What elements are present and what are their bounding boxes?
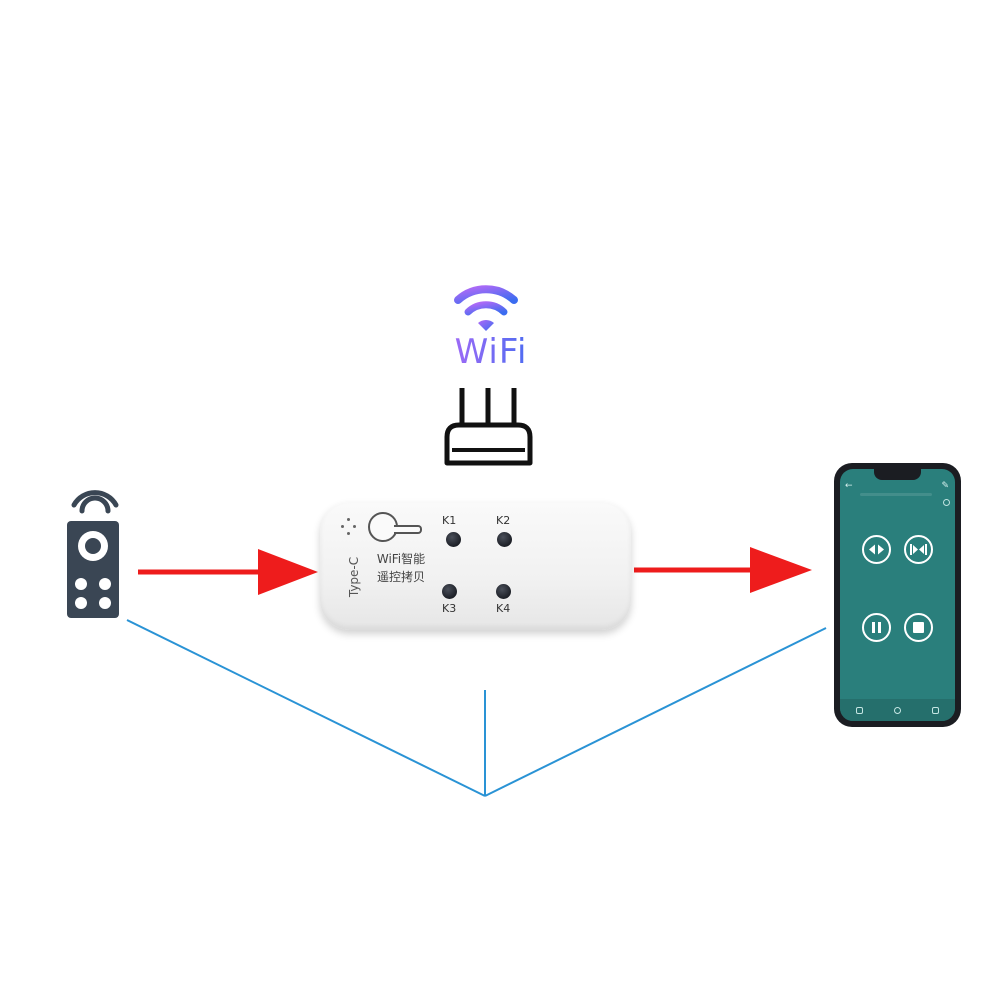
key-label-k2: K2 [496,514,511,527]
key-k4-button[interactable] [496,584,511,599]
pair-button[interactable] [368,512,422,542]
pause-icon[interactable] [862,613,891,642]
device-name-line1: WiFi智能 [376,552,426,566]
router-icon [444,388,533,466]
type-c-port-label: Type-C [347,556,361,598]
arrow-device-to-phone [634,547,812,593]
smartphone-icon: ← ✎ [834,463,961,727]
key-k1-button[interactable] [446,532,461,547]
app-screen: ← ✎ [840,469,955,721]
key-label-k4: K4 [496,602,511,615]
phone-notch [874,469,921,480]
key-k3-button[interactable] [442,584,457,599]
stop-icon[interactable] [904,613,933,642]
open-close-icon[interactable] [862,535,891,564]
app-bottom-bar [840,699,955,721]
wifi-label: WiFi [436,332,546,372]
arrow-remote-to-device [138,549,318,595]
bottom-nav-icon-1[interactable] [856,707,863,714]
back-arrow-icon[interactable]: ← [845,481,853,491]
speaker-dots [338,518,360,540]
wifi-signal-icon [454,285,518,331]
reverse-icon[interactable] [904,535,933,564]
info-icon[interactable] [943,499,950,506]
device-name: WiFi智能 遥控拷贝 [366,550,436,586]
key-label-k1: K1 [442,514,457,527]
device-name-line2: 遥控拷贝 [376,570,425,584]
key-k2-button[interactable] [497,532,512,547]
remote-control-icon [67,490,119,618]
key-label-k3: K3 [442,602,457,615]
bottom-nav-icon-2[interactable] [894,707,901,714]
bottom-nav-icon-3[interactable] [932,707,939,714]
app-header-bar [860,493,932,496]
connector-lines [126,619,827,797]
wifi-remote-copier-device: Type-C WiFi智能 遥控拷贝 K1 K2 K3 K4 [320,502,631,630]
edit-icon[interactable]: ✎ [941,481,949,491]
